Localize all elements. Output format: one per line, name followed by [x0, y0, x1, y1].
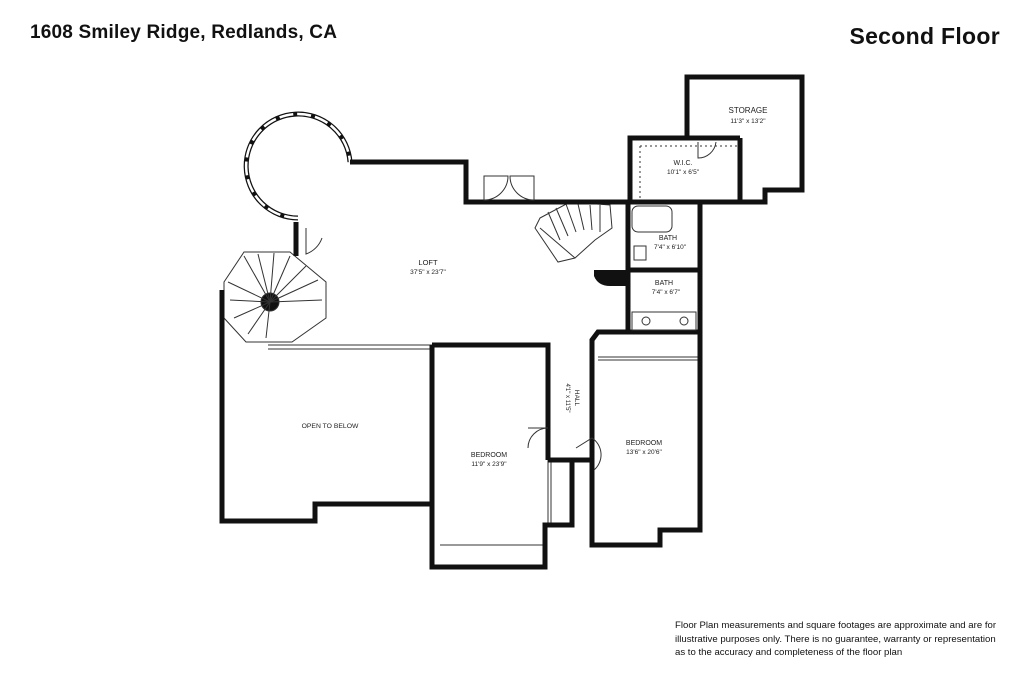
floor-title: Second Floor — [849, 23, 1000, 49]
loft-name: LOFT — [418, 258, 438, 267]
disclaimer: Floor Plan measurements and square foota… — [675, 619, 1010, 660]
bedroom2-name: BEDROOM — [626, 440, 662, 447]
wic-dims: 10'1" x 6'5" — [667, 169, 700, 176]
walls — [219, 74, 805, 570]
stairs-straight — [534, 201, 613, 263]
disclaimer-line-1: Floor Plan measurements and square foota… — [675, 620, 997, 631]
loft-dims: 37'5" x 23'7" — [410, 269, 446, 276]
bath2-name: BATH — [655, 280, 673, 287]
open-to-below-label: OPEN TO BELOW — [302, 423, 359, 430]
spiral-stair — [223, 251, 327, 343]
property-address: 1608 Smiley Ridge, Redlands, CA — [30, 22, 338, 43]
bath1-name: BATH — [659, 235, 677, 242]
storage-dims: 11'3" x 13'2" — [730, 118, 766, 125]
fixtures — [631, 205, 697, 331]
disclaimer-line-2: illustrative purposes only. There is no … — [675, 633, 996, 645]
hall-name: HALL — [573, 390, 580, 407]
hall-dims: 4'1" x 11'5" — [564, 383, 570, 412]
wic-name: W.I.C. — [673, 160, 692, 167]
bath2-dims: 7'4" x 6'7" — [652, 289, 681, 296]
bedroom1-name: BEDROOM — [471, 452, 507, 459]
bedroom2-dims: 13'6" x 20'6" — [626, 449, 662, 456]
chase-wall — [594, 270, 628, 286]
bath1-dims: 7'4" x 6'10" — [654, 244, 687, 251]
room-labels: STORAGE 11'3" x 13'2" W.I.C. 10'1" x 6'5… — [302, 106, 768, 468]
doors — [305, 141, 717, 471]
storage-name: STORAGE — [729, 106, 768, 115]
bedroom1-dims: 11'9" x 23'9" — [471, 461, 507, 468]
disclaimer-line-3: as to the accuracy and completeness of t… — [675, 647, 903, 659]
